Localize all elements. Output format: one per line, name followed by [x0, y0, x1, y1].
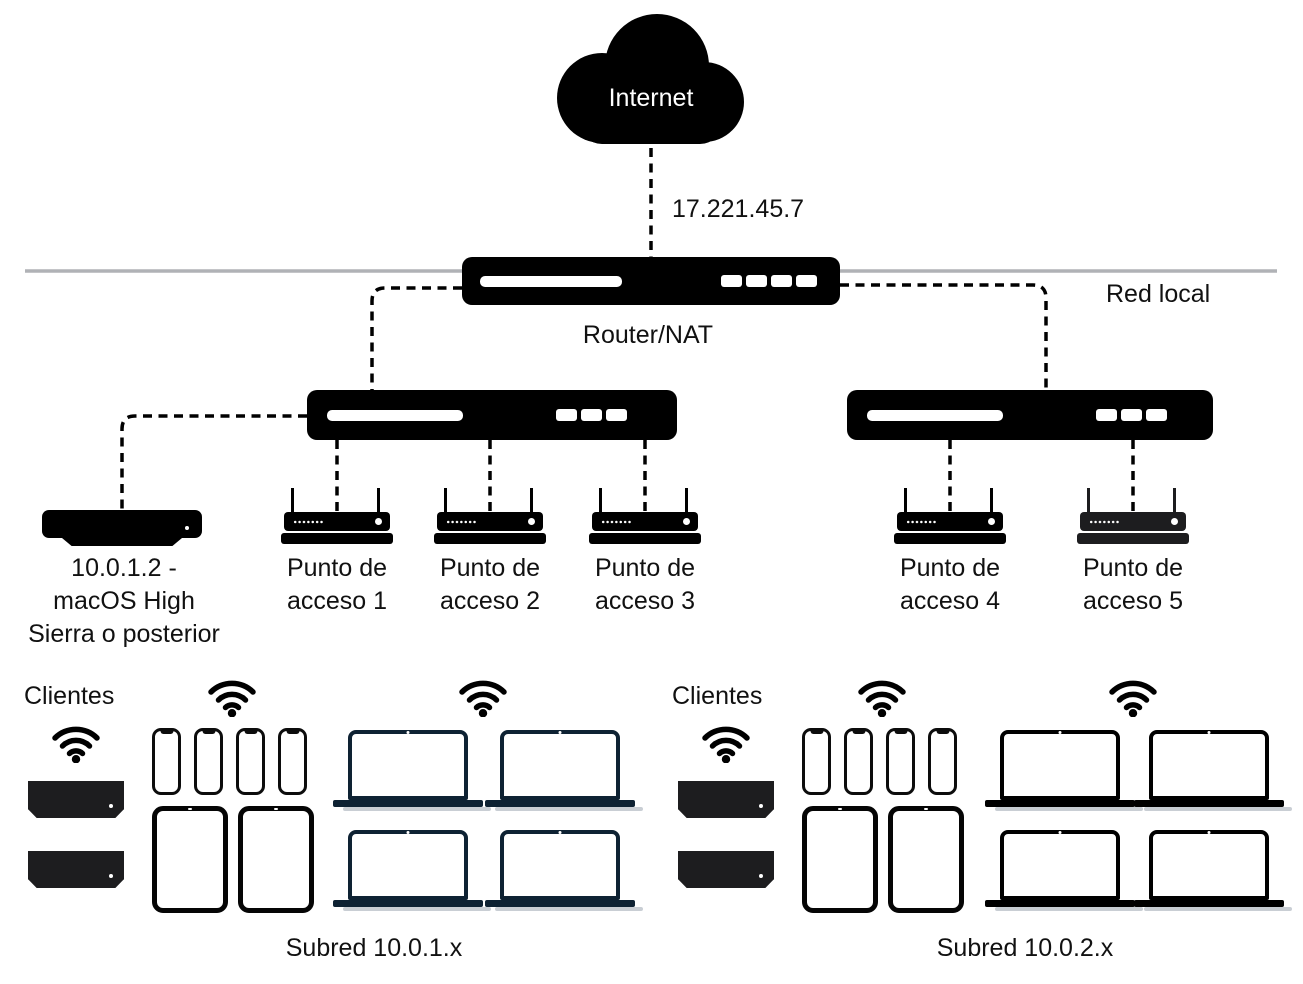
- iphone-device: [886, 728, 915, 795]
- macbook-device: [1134, 830, 1292, 912]
- switch-left-ports: [556, 409, 627, 421]
- ipad-group: [802, 806, 964, 913]
- link-router-switch-right: [840, 283, 1048, 390]
- router-ports: [721, 275, 817, 287]
- iphone-device: [802, 728, 831, 795]
- mac-mini-client: [678, 851, 774, 888]
- ipad-group: [152, 806, 314, 913]
- mac-mini-client: [28, 781, 124, 818]
- macbook-device: [333, 830, 491, 912]
- switch-left-device: [307, 390, 677, 440]
- iphone-device: [194, 728, 223, 795]
- iphone-device: [236, 728, 265, 795]
- internet-label: Internet: [609, 84, 694, 112]
- router-label: Router/NAT: [582, 321, 714, 349]
- macbook-device: [485, 830, 643, 912]
- macbook-device: [985, 730, 1143, 812]
- ipad-device: [888, 806, 964, 913]
- mac-mini-client: [28, 851, 124, 888]
- wifi-icon: [858, 677, 906, 717]
- clients-right-label: Clientes: [672, 682, 763, 710]
- subnet-left-label: Subred 10.0.1.x: [285, 934, 463, 962]
- wifi-icon: [208, 677, 256, 717]
- macbook-device: [333, 730, 491, 812]
- access-point-1-device: [281, 488, 393, 544]
- ipad-device: [152, 806, 228, 913]
- mac-mini-client: [678, 781, 774, 818]
- router-status-bar: [480, 276, 622, 287]
- internet-cloud-icon: Internet: [557, 14, 744, 144]
- iphone-device: [152, 728, 181, 795]
- ipad-device: [238, 806, 314, 913]
- server-label: 10.0.1.2 - macOS High Sierra o posterior: [28, 554, 220, 648]
- wifi-icon: [52, 723, 100, 763]
- switch-right-status-bar: [867, 410, 1003, 421]
- iphone-group: [152, 728, 307, 795]
- iphone-device: [928, 728, 957, 795]
- access-point-5-device: [1077, 488, 1189, 544]
- subnet-right-label: Subred 10.0.2.x: [936, 934, 1114, 962]
- access-point-4-device: [894, 488, 1006, 544]
- iphone-device: [278, 728, 307, 795]
- link-switch-server: [120, 414, 307, 510]
- wifi-icon: [459, 677, 507, 717]
- ipad-device: [802, 806, 878, 913]
- wifi-icon: [1109, 677, 1157, 717]
- server-mac-foot: [62, 538, 182, 546]
- macbook-device: [1134, 730, 1292, 812]
- switch-right-device: [847, 390, 1213, 440]
- iphone-group: [802, 728, 957, 795]
- access-point-2-device: [434, 488, 546, 544]
- link-router-switch-left: [370, 286, 462, 390]
- switch-left-status-bar: [327, 410, 463, 421]
- switch-right-ports: [1096, 409, 1167, 421]
- wifi-icon: [702, 723, 750, 763]
- server-led: [185, 526, 189, 530]
- macbook-device: [985, 830, 1143, 912]
- wan-ip-label: 17.221.45.7: [672, 195, 805, 223]
- clients-left-label: Clientes: [24, 682, 115, 710]
- server-mac-device: [42, 510, 202, 538]
- local-network-label: Red local: [1106, 280, 1211, 308]
- access-point-3-device: [589, 488, 701, 544]
- macbook-device: [485, 730, 643, 812]
- iphone-device: [844, 728, 873, 795]
- router-device: [462, 257, 840, 305]
